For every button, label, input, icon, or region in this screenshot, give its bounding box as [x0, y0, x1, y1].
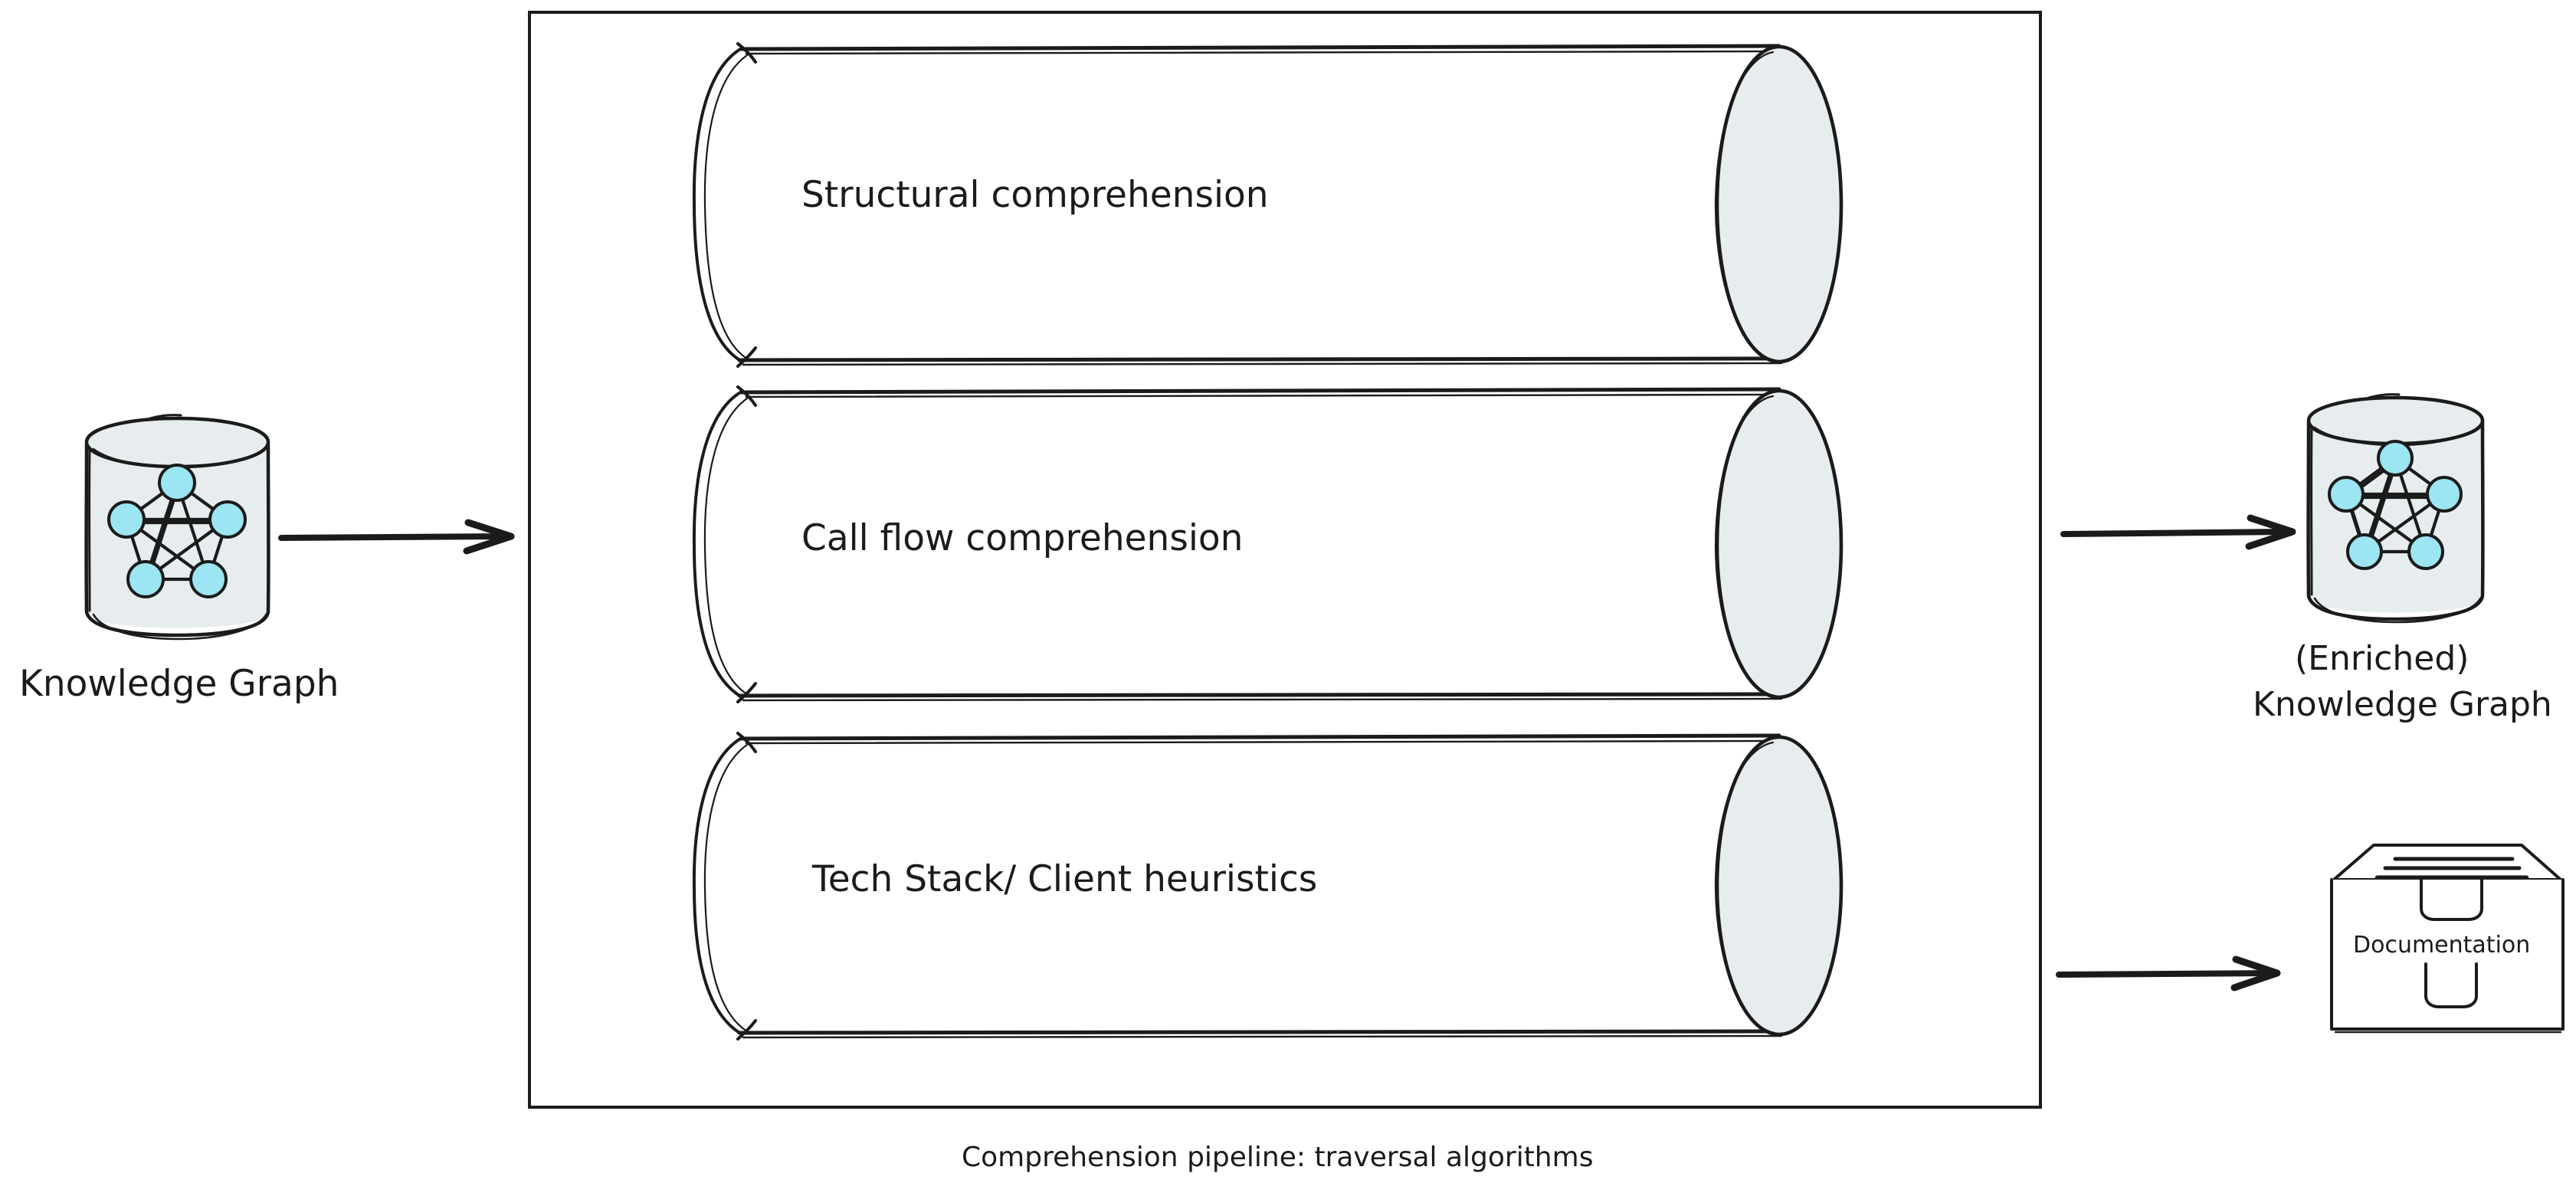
- pipeline-stage-2-shape: [692, 385, 1844, 703]
- pipeline-stage-3-label: Tech Stack/ Client heuristics: [811, 858, 1317, 900]
- enriched-graph-label-line-2: Knowledge Graph: [2253, 685, 2552, 724]
- arrow-source-to-pipeline: [278, 519, 515, 555]
- graph-nodes: [107, 464, 247, 598]
- pipeline-stage-3-shape: [692, 732, 1844, 1041]
- knowledge-graph-source-icon: [84, 414, 270, 641]
- source-label: Knowledge Graph: [19, 663, 339, 705]
- pipeline-stage-1-label: Structural comprehension: [801, 174, 1269, 216]
- pipeline-caption: Comprehension pipeline: traversal algori…: [962, 1142, 1593, 1173]
- enriched-graph-nodes: [2328, 440, 2463, 570]
- pipeline-stage-2-label: Call flow comprehension: [801, 517, 1243, 559]
- enriched-knowledge-graph-icon: [2306, 393, 2485, 624]
- arrow-pipeline-to-documentation: [2056, 955, 2281, 991]
- pipeline-container-frame: [528, 11, 2042, 1109]
- arrow-pipeline-to-enriched-graph: [2060, 514, 2296, 550]
- documentation-label: Documentation: [2353, 932, 2530, 959]
- pipeline-stage-1-shape: [692, 42, 1844, 368]
- documentation-box-icon: [2330, 844, 2565, 1034]
- enriched-graph-label-line-1: (Enriched): [2295, 639, 2469, 678]
